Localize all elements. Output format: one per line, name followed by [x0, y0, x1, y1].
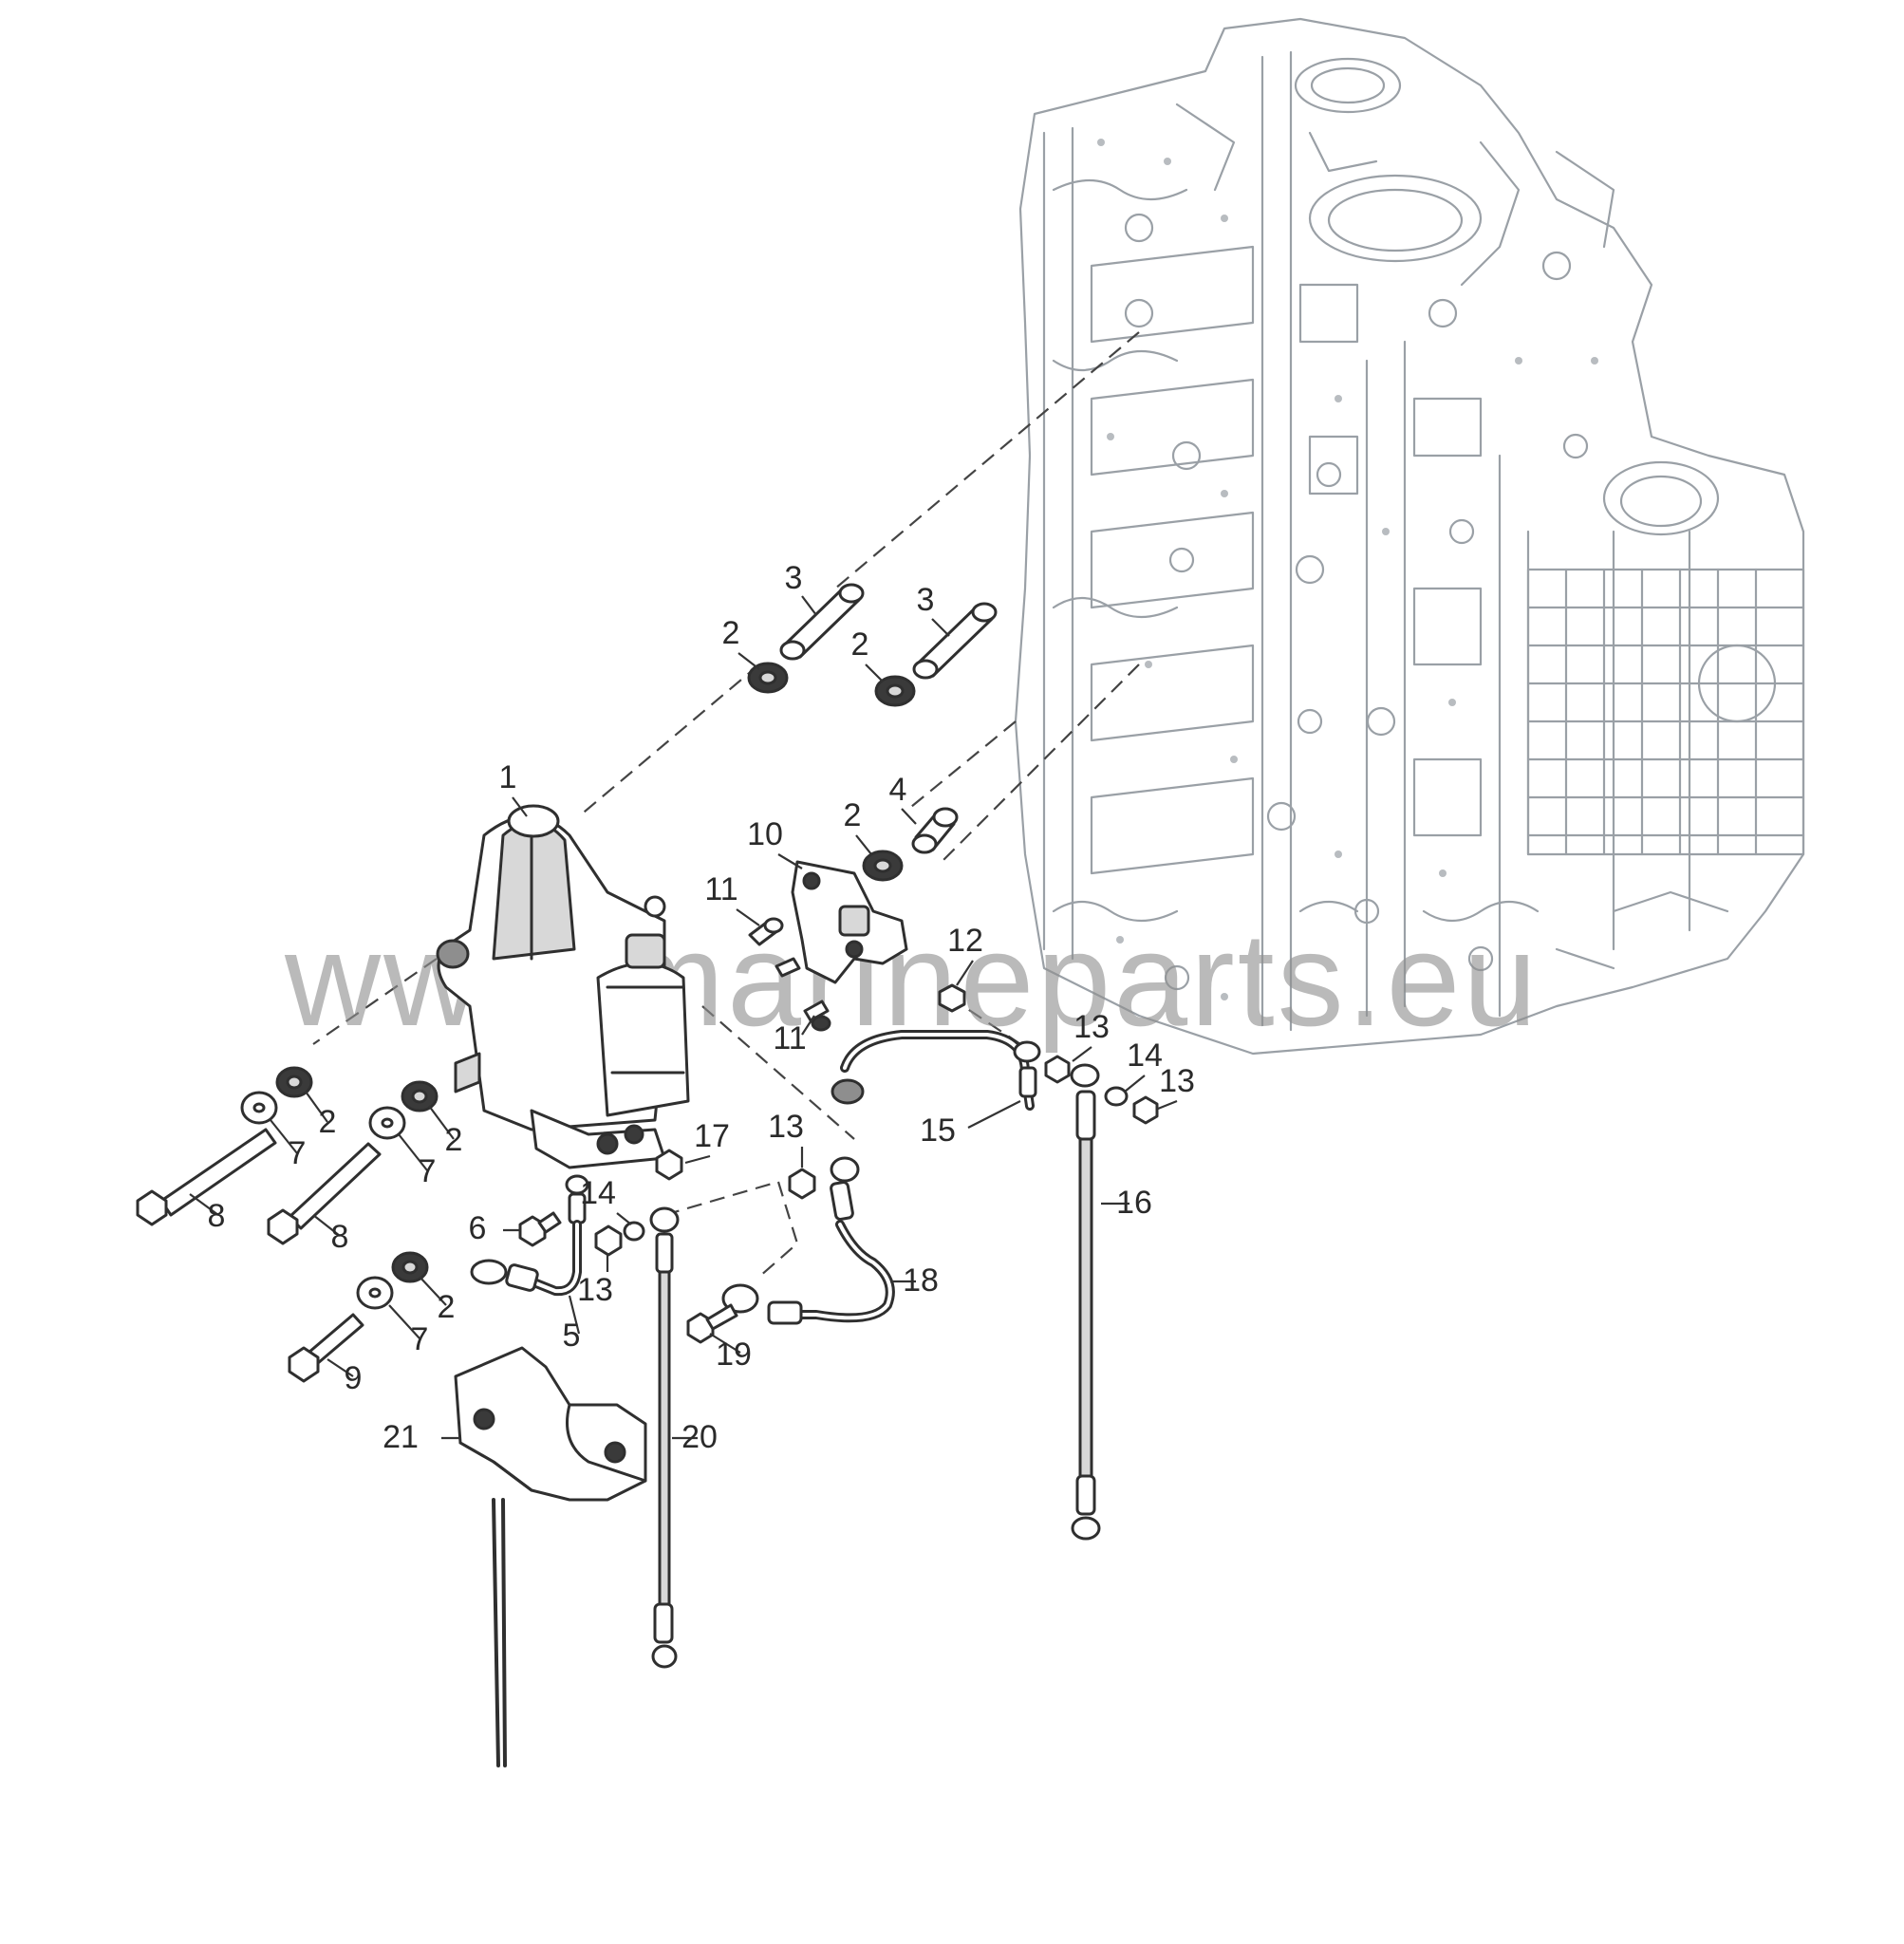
- grommet-2b: [874, 675, 916, 707]
- sleeve-4: [911, 807, 959, 854]
- sleeve-3b: [912, 602, 998, 680]
- callout-c7b: 7: [419, 1153, 437, 1189]
- starter-motor: [436, 804, 690, 1169]
- callout-c18: 18: [903, 1262, 939, 1299]
- grommet-2f: [391, 1251, 429, 1283]
- callout-c2c: 2: [844, 797, 862, 833]
- nut-17: [655, 1149, 683, 1181]
- callout-c9: 9: [345, 1360, 363, 1396]
- callout-c2e: 2: [445, 1122, 463, 1158]
- cable-15: [831, 1030, 1041, 1111]
- callout-c13b: 13: [1159, 1063, 1195, 1099]
- callout-c7a: 7: [289, 1135, 307, 1171]
- callout-c2a: 2: [722, 615, 740, 651]
- callout-c4: 4: [889, 772, 907, 808]
- sleeve-3a: [779, 583, 865, 661]
- callout-c11a: 11: [704, 871, 737, 907]
- washer-7c: [356, 1276, 394, 1310]
- callout-c2d: 2: [319, 1104, 337, 1140]
- washer-7a: [240, 1091, 278, 1125]
- nut-12: [938, 983, 966, 1013]
- callout-c7c: 7: [411, 1321, 429, 1357]
- washer-7b: [368, 1106, 406, 1140]
- grommet-2e: [401, 1080, 439, 1112]
- callout-c19: 19: [716, 1336, 752, 1373]
- callout-c5: 5: [563, 1318, 581, 1354]
- screw-6: [518, 1211, 562, 1247]
- grommet-2c: [862, 850, 904, 882]
- callout-c10: 10: [747, 816, 783, 852]
- callout-c3b: 3: [917, 582, 935, 618]
- callout-c13a: 13: [1073, 1009, 1110, 1045]
- callout-c21: 21: [383, 1419, 419, 1455]
- nut-13c: [788, 1168, 816, 1200]
- callout-c8a: 8: [208, 1198, 226, 1234]
- callout-c15: 15: [920, 1112, 956, 1149]
- assembly-guide-lines: [312, 331, 1140, 1278]
- washer-14a: [1104, 1086, 1129, 1107]
- callout-c2b: 2: [851, 626, 869, 663]
- bolt-8b: [267, 1142, 382, 1245]
- nut-13b: [1132, 1095, 1159, 1125]
- starter-cover-21: [454, 1346, 647, 1767]
- engine-block-outline: [1014, 17, 1805, 1056]
- callout-c8b: 8: [331, 1219, 349, 1255]
- callout-c16: 16: [1116, 1185, 1152, 1221]
- washer-14b: [623, 1221, 645, 1242]
- callout-c13c: 13: [768, 1109, 804, 1145]
- callout-c3a: 3: [785, 560, 803, 596]
- nut-13a: [1044, 1055, 1071, 1084]
- screw-19: [686, 1303, 738, 1344]
- callout-leaders: [189, 595, 1178, 1440]
- callout-c12: 12: [947, 923, 983, 959]
- solenoid-bracket-10: [791, 860, 908, 984]
- screw-9: [288, 1313, 364, 1383]
- callout-c13d: 13: [577, 1272, 613, 1308]
- nut-13d: [594, 1224, 623, 1257]
- callout-c1: 1: [499, 759, 517, 795]
- callout-c2f: 2: [438, 1289, 456, 1325]
- cable-5: [470, 1174, 589, 1297]
- callout-c20: 20: [681, 1419, 718, 1455]
- callout-c14a: 14: [1127, 1037, 1163, 1074]
- callout-c14b: 14: [580, 1175, 616, 1211]
- screw-11b: [775, 957, 831, 1032]
- grommet-2d: [275, 1066, 313, 1098]
- bolt-8a: [136, 1128, 277, 1226]
- screw-11a: [748, 917, 784, 946]
- callout-c6: 6: [469, 1210, 487, 1246]
- grommet-2a: [747, 662, 789, 694]
- callout-c11b: 11: [773, 1020, 806, 1056]
- cable-20: [649, 1206, 680, 1669]
- cable-16: [1070, 1063, 1101, 1541]
- callout-c17: 17: [694, 1118, 730, 1154]
